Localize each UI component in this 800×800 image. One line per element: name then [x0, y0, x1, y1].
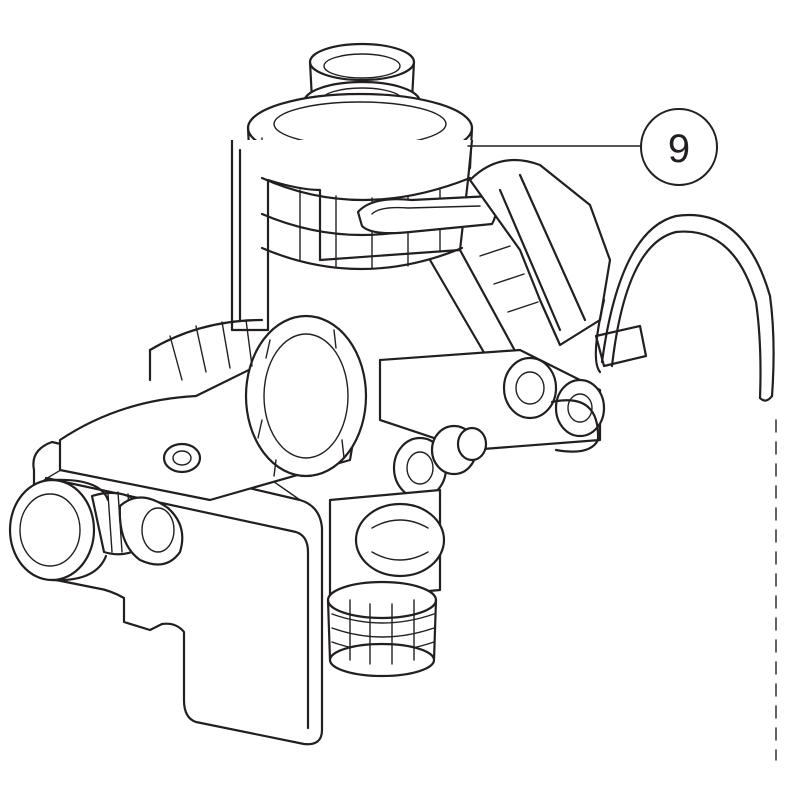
callout-9: 9 — [467, 108, 718, 186]
branch-fittings — [378, 348, 606, 500]
callout-number: 9 — [668, 127, 690, 171]
callout-circle — [640, 108, 718, 186]
actuator-housing — [58, 314, 368, 502]
lower-body — [326, 488, 446, 678]
right-bracket — [428, 158, 648, 382]
plate-cutout — [118, 496, 184, 566]
main-body — [230, 139, 498, 332]
cable — [600, 213, 777, 761]
